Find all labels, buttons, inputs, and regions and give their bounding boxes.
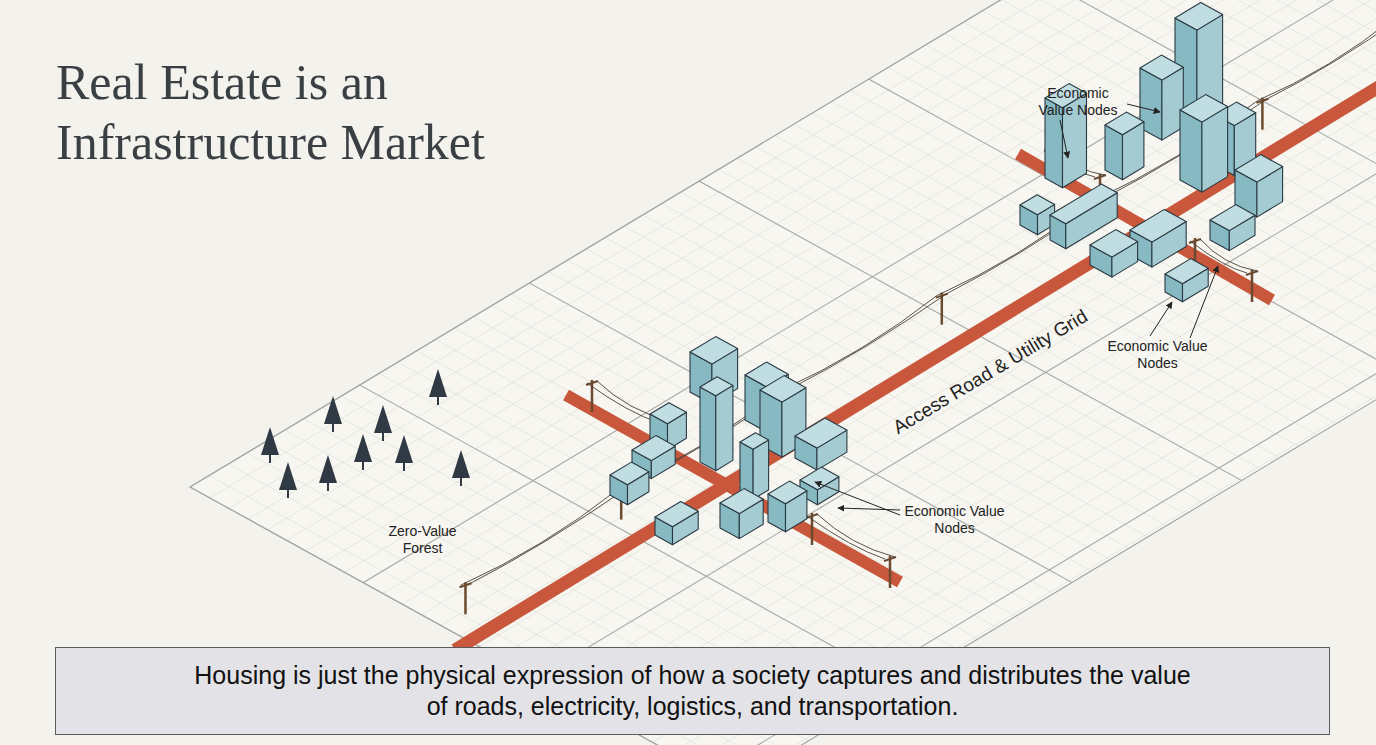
caption-box: Housing is just the physical expression … [55,647,1330,735]
utility-pole [889,556,892,588]
tree-trunk [327,483,329,491]
building-roof [1090,230,1138,258]
tree-trunk [362,462,364,470]
callout-label: Economic Value Nodes [1028,85,1128,119]
utility-grid [459,14,1376,614]
pole-crossbar [806,514,818,518]
tree [324,396,342,424]
pole-crossbar [1246,271,1258,275]
power-wire [791,294,947,389]
buildings [610,3,1283,545]
tree-trunk [437,397,439,405]
building-roof [800,467,839,490]
tree [429,369,447,397]
building-side [1180,110,1202,192]
power-wire [1257,17,1376,101]
tree [374,405,392,433]
building-roof [1180,95,1228,123]
building-roof [1020,195,1055,215]
pole-crossbar [586,381,598,385]
caption: Housing is just the physical expression … [188,660,1198,722]
building-roof [655,502,698,527]
grid-line [363,0,1376,583]
pole-crossbar [1189,239,1201,243]
pole-crossbar [1094,175,1106,179]
tree [354,434,372,462]
power-wire [470,489,626,584]
building-roof [1130,209,1186,242]
grid-line [1208,0,1376,175]
power-wire [807,516,885,559]
power-wire [781,296,937,391]
tree [279,462,297,490]
utility-pole [464,582,467,614]
grid-line [360,385,903,684]
tree-trunk [460,478,462,486]
building-roof [632,436,675,461]
forest [261,369,470,498]
tree-trunk [332,424,334,432]
tree [261,427,279,455]
building-roof [768,481,807,504]
tree [452,450,470,478]
building-roof [610,462,649,485]
power-wire [1267,15,1376,99]
building-roof [1050,184,1117,224]
tree-trunk [287,490,289,498]
tree [395,435,413,463]
building-roof [740,433,769,450]
tree-trunk [269,455,271,463]
leader-lines [815,104,1218,515]
building-roof [1210,205,1255,231]
building-roof [795,418,847,448]
grid-line [1038,0,1376,277]
building-roof [1175,3,1223,31]
utility-pole [811,513,814,545]
grid-line [710,1,1376,745]
building-roof [650,403,686,424]
building-roof [1165,259,1208,284]
tree-trunk [382,433,384,441]
callout-label: Economic Value Nodes [902,503,1007,537]
building-roof [1235,155,1283,183]
building-roof [720,489,763,514]
building-side [700,387,716,471]
power-wire [587,383,660,423]
power-wire [817,514,895,557]
title: Real Estate is an Infrastructure Market [56,52,576,172]
building-front [716,385,733,470]
utility-pole [591,380,594,412]
building-roof [1140,55,1183,80]
access-road [455,80,1376,650]
building-roof [700,377,733,396]
tree-trunk [403,463,405,471]
pole-crossbar [884,557,896,561]
grid-line [869,79,1376,378]
callout-label: Economic Value Nodes [1105,338,1210,372]
building-roof [760,376,806,403]
building-front [753,440,769,499]
tree [319,455,337,483]
power-wire [460,491,616,586]
building-roof [690,337,738,365]
utility-pole [1251,270,1254,302]
ground-plane [190,0,1376,745]
callout-label: Zero-Value Forest [375,523,470,557]
